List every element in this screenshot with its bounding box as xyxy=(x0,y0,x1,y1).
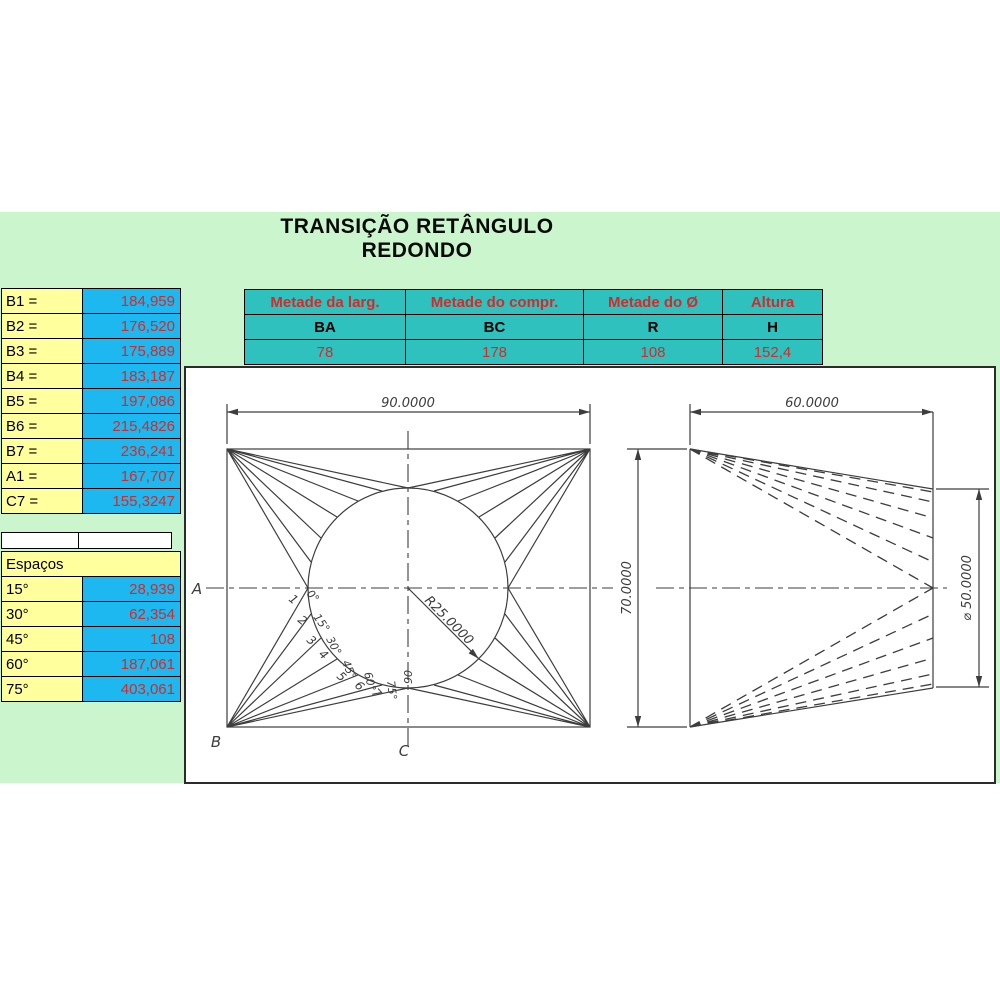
empty-cell[interactable] xyxy=(1,531,79,549)
cell-label[interactable]: B6 = xyxy=(1,413,83,439)
cell-value[interactable]: 176,520 xyxy=(82,313,181,339)
espacos-table: Espaços 15°28,939 30°62,354 45°108 60°18… xyxy=(1,551,181,702)
empty-cell[interactable] xyxy=(78,531,172,549)
param-value-cell[interactable]: 152,4 xyxy=(722,339,823,365)
table-row: C7 =155,3247 xyxy=(1,488,181,514)
cell-value[interactable]: 197,086 xyxy=(82,388,181,414)
table-row: 15°28,939 xyxy=(1,576,181,602)
cell-label[interactable]: B4 = xyxy=(1,363,83,389)
table-row xyxy=(1,531,172,549)
cell-label[interactable]: 30° xyxy=(1,601,83,627)
cell-label[interactable]: 75° xyxy=(1,676,83,702)
param-variable-cell[interactable]: BC xyxy=(405,314,584,340)
cad-drawing-canvas xyxy=(184,366,996,784)
cell-label[interactable]: B1 = xyxy=(1,288,83,314)
table-row: B5 =197,086 xyxy=(1,388,181,414)
cell-value[interactable]: 155,3247 xyxy=(82,488,181,514)
param-value-cell[interactable]: 108 xyxy=(583,339,723,365)
table-row: 45°108 xyxy=(1,626,181,652)
cell-value[interactable]: 108 xyxy=(82,626,181,652)
cell-value[interactable]: 184,959 xyxy=(82,288,181,314)
cell-label[interactable]: C7 = xyxy=(1,488,83,514)
cell-label[interactable]: B7 = xyxy=(1,438,83,464)
cell-label[interactable]: B2 = xyxy=(1,313,83,339)
cell-value[interactable]: 403,061 xyxy=(82,676,181,702)
param-header-cell[interactable]: Metade do compr. xyxy=(405,289,584,315)
table-row: B2 =176,520 xyxy=(1,313,181,339)
table-row: A1 =167,707 xyxy=(1,463,181,489)
table-row: Metade da larg. Metade do compr. Metade … xyxy=(244,289,823,315)
cell-value[interactable]: 175,889 xyxy=(82,338,181,364)
table-row: 75°403,061 xyxy=(1,676,181,702)
table-row: B3 =175,889 xyxy=(1,338,181,364)
cell-label[interactable]: 15° xyxy=(1,576,83,602)
cell-value[interactable]: 183,187 xyxy=(82,363,181,389)
cell-value[interactable]: 167,707 xyxy=(82,463,181,489)
table-row: B7 =236,241 xyxy=(1,438,181,464)
cell-label[interactable]: A1 = xyxy=(1,463,83,489)
table-row: 60°187,061 xyxy=(1,651,181,677)
table-row: 30°62,354 xyxy=(1,601,181,627)
cell-label[interactable]: B5 = xyxy=(1,388,83,414)
param-header-cell[interactable]: Metade da larg. xyxy=(244,289,406,315)
cell-label[interactable]: 60° xyxy=(1,651,83,677)
parameter-table: Metade da larg. Metade do compr. Metade … xyxy=(244,289,823,365)
cell-label[interactable]: 45° xyxy=(1,626,83,652)
espacos-header-cell[interactable]: Espaços xyxy=(1,551,181,577)
cell-value[interactable]: 215,4826 xyxy=(82,413,181,439)
param-header-cell[interactable]: Altura xyxy=(722,289,823,315)
table-row: B4 =183,187 xyxy=(1,363,181,389)
param-value-cell[interactable]: 78 xyxy=(244,339,406,365)
empty-row xyxy=(1,531,172,549)
table-row: Espaços xyxy=(1,551,181,577)
cell-value[interactable]: 187,061 xyxy=(82,651,181,677)
cell-value[interactable]: 28,939 xyxy=(82,576,181,602)
results-table: B1 =184,959 B2 =176,520 B3 =175,889 B4 =… xyxy=(1,288,181,514)
param-header-cell[interactable]: Metade do Ø xyxy=(583,289,723,315)
param-value-cell[interactable]: 178 xyxy=(405,339,584,365)
cell-label[interactable]: B3 = xyxy=(1,338,83,364)
table-row: BA BC R H xyxy=(244,314,823,340)
page-title: TRANSIÇÃO RETÂNGULO REDONDO xyxy=(280,215,554,262)
table-row: 78 178 108 152,4 xyxy=(244,339,823,365)
param-variable-cell[interactable]: H xyxy=(722,314,823,340)
param-variable-cell[interactable]: R xyxy=(583,314,723,340)
cell-value[interactable]: 62,354 xyxy=(82,601,181,627)
table-row: B1 =184,959 xyxy=(1,288,181,314)
param-variable-cell[interactable]: BA xyxy=(244,314,406,340)
cell-value[interactable]: 236,241 xyxy=(82,438,181,464)
table-row: B6 =215,4826 xyxy=(1,413,181,439)
